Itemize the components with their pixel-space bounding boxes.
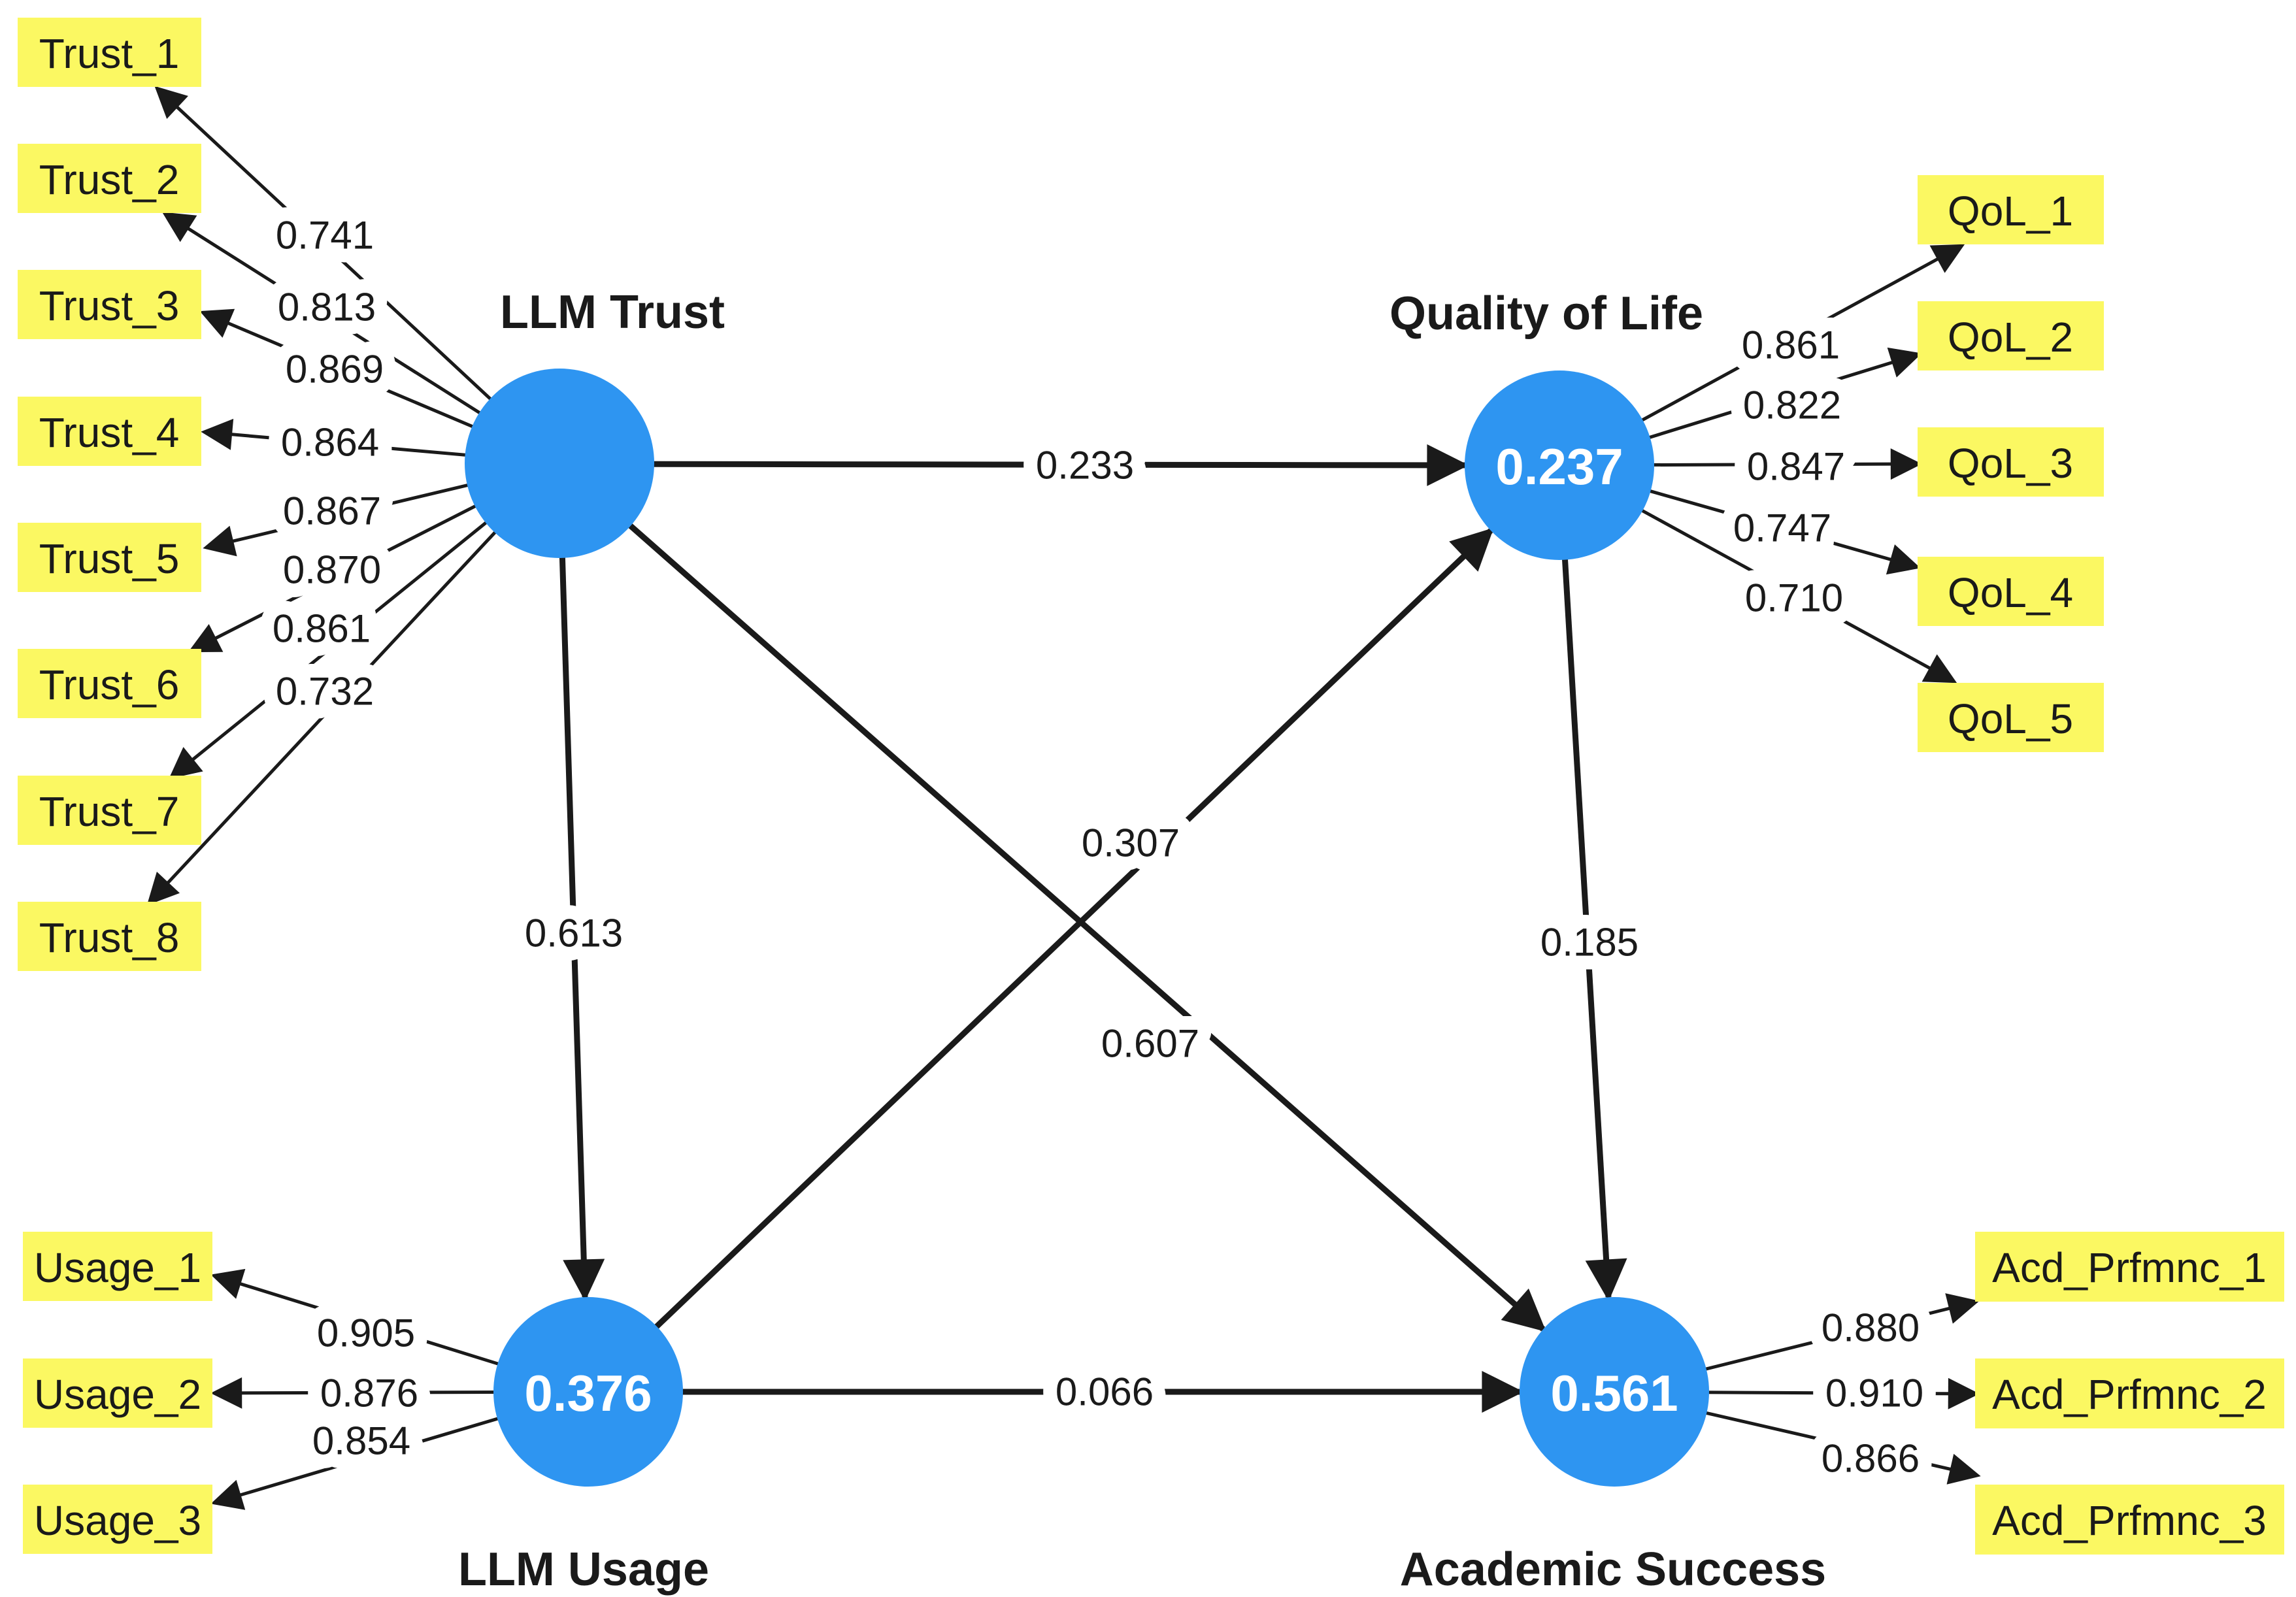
- indicator-academic-2-label: Acd_Prfmnc_2: [1992, 1371, 2267, 1418]
- indicator-academic-3-label: Acd_Prfmnc_3: [1992, 1497, 2267, 1544]
- indicator-trust-2-box: [18, 144, 201, 213]
- indicator-trust-5-label: Trust_5: [39, 535, 180, 582]
- indicator-qol-2-box: [1918, 301, 2104, 370]
- indicator-usage-1-box: [23, 1232, 212, 1301]
- structural-paths: [556, 444, 1627, 1413]
- indicator-qol-1-box: [1918, 175, 2104, 244]
- latent-llm-trust-circle: [465, 369, 654, 558]
- indicator-trust-4-box: [18, 397, 201, 466]
- indicator-trust-7-label: Trust_7: [39, 788, 180, 835]
- latent-llm-trust-label: LLM Trust: [500, 286, 725, 338]
- path-qol-to-academic-line: [1556, 465, 1627, 1302]
- loading-qol-2: 0.822: [1743, 384, 1841, 427]
- loading-qol-5: 0.710: [1745, 576, 1843, 620]
- loading-trust-2: 0.813: [278, 286, 376, 329]
- indicator-trust-1-label: Trust_1: [39, 30, 180, 77]
- indicator-qol-4-box: [1918, 557, 2104, 626]
- r-squared-academic-success: 0.561: [1550, 1364, 1678, 1422]
- loading-qol-4: 0.747: [1733, 506, 1831, 550]
- loading-academic-2: 0.910: [1825, 1372, 1923, 1415]
- indicator-usage-3-label: Usage_3: [34, 1497, 201, 1544]
- latent-llm-usage-circle: [493, 1297, 683, 1487]
- loading-trust-4: 0.864: [281, 421, 379, 465]
- indicator-qol-5-label: QoL_5: [1948, 695, 2073, 742]
- indicator-usage-2-label: Usage_2: [34, 1371, 201, 1418]
- indicator-trust-8-box: [18, 902, 201, 971]
- r-squared-llm-usage: 0.376: [524, 1364, 652, 1422]
- loading-academic-3: 0.866: [1822, 1437, 1920, 1481]
- indicator-qol-5-box: [1918, 683, 2104, 752]
- indicator-usage-1-label: Usage_1: [34, 1244, 201, 1291]
- r-squared-quality-of-life: 0.237: [1495, 438, 1623, 495]
- loading-trust-3: 0.869: [286, 348, 384, 391]
- path-trust-to-qol-line: [559, 444, 1469, 486]
- loading-qol-1: 0.861: [1742, 323, 1840, 367]
- indicator-trust-7-box: [18, 776, 201, 845]
- indicator-trust-3-box: [18, 270, 201, 339]
- path-coefficient-usage-academic: 0.066: [1056, 1370, 1154, 1414]
- indicator-trust-2-label: Trust_2: [39, 156, 180, 203]
- indicator-qol-2-label: QoL_2: [1948, 314, 2073, 361]
- indicator-qol-3-box: [1918, 427, 2104, 497]
- indicator-lines: [146, 86, 1981, 1510]
- path-trust-to-usage-line: [556, 463, 605, 1302]
- loading-usage-1: 0.905: [317, 1311, 415, 1355]
- path-coefficient-trust-qol: 0.233: [1036, 444, 1134, 487]
- indicator-academic-3-box: [1975, 1485, 2284, 1555]
- indicator-trust-3-label: Trust_3: [39, 282, 180, 329]
- loading-trust-1: 0.741: [276, 214, 374, 257]
- latent-quality-of-life-label: Quality of Life: [1389, 288, 1703, 340]
- loading-trust-7: 0.861: [273, 607, 371, 651]
- indicator-qol-1-label: QoL_1: [1948, 188, 2073, 235]
- indicator-trust-5-box: [18, 523, 201, 592]
- latent-academic-success-circle: [1520, 1297, 1709, 1487]
- construct-labels: LLM Trust Quality of Life LLM Usage Acad…: [458, 286, 1826, 1596]
- path-usage-to-qol-line: [586, 527, 1494, 1394]
- indicator-trust-1-box: [18, 18, 201, 87]
- loading-usage-2: 0.876: [320, 1372, 418, 1415]
- indicator-trust-4-label: Trust_4: [39, 409, 180, 456]
- path-trust-to-academic-line: [557, 461, 1546, 1332]
- loading-trust-6: 0.870: [283, 548, 381, 592]
- indicator-boxes: [18, 18, 2284, 1555]
- path-coefficient-qol-academic: 0.185: [1540, 921, 1639, 964]
- indicator-academic-1-label: Acd_Prfmnc_1: [1992, 1244, 2267, 1291]
- indicator-qol-4-label: QoL_4: [1948, 569, 2073, 616]
- path-coefficient-trust-academic: 0.607: [1101, 1022, 1199, 1066]
- indicator-usage-3-box: [23, 1485, 212, 1554]
- latent-llm-usage-label: LLM Usage: [458, 1543, 709, 1596]
- loading-trust-5: 0.867: [283, 489, 381, 533]
- indicator-academic-1-box: [1975, 1232, 2284, 1302]
- loading-usage-3: 0.854: [312, 1419, 410, 1463]
- path-coefficient-trust-usage: 0.613: [525, 912, 623, 955]
- loading-qol-3: 0.847: [1747, 445, 1845, 489]
- loading-trust-8: 0.732: [276, 670, 374, 714]
- loading-academic-1: 0.880: [1822, 1306, 1920, 1350]
- path-coefficient-usage-qol: 0.307: [1082, 821, 1180, 865]
- indicator-academic-2-box: [1975, 1358, 2284, 1428]
- indicator-trust-6-label: Trust_6: [39, 661, 180, 708]
- indicator-trust-6-box: [18, 649, 201, 718]
- indicator-trust-8-label: Trust_8: [39, 914, 180, 961]
- latent-academic-success-label: Academic Success: [1400, 1543, 1826, 1596]
- indicator-usage-2-box: [23, 1358, 212, 1428]
- indicator-labels: Trust_1 Trust_2 Trust_3 Trust_4 Trust_5 …: [34, 30, 2267, 1544]
- latent-quality-of-life-circle: [1465, 370, 1654, 560]
- latent-constructs: [465, 369, 1709, 1487]
- line-trust-8: [146, 462, 561, 906]
- indicator-qol-3-label: QoL_3: [1948, 440, 2073, 487]
